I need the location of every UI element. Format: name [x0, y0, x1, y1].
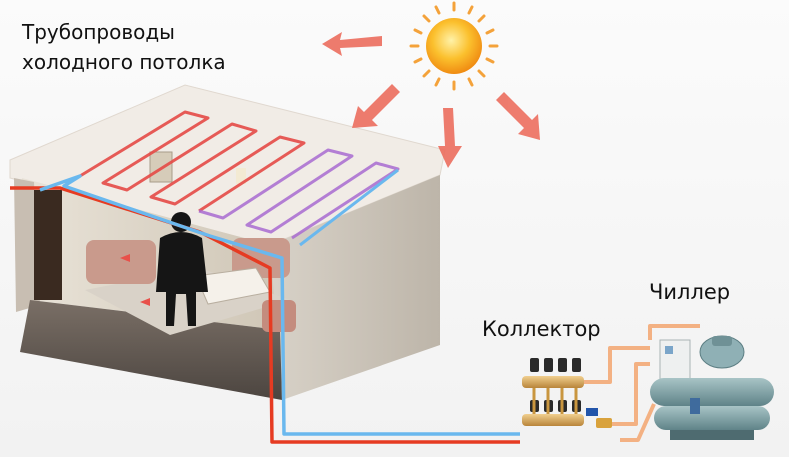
supply-pipe	[10, 186, 520, 444]
chiller-label: Чиллер	[649, 280, 731, 304]
wall-lamp	[236, 168, 246, 184]
airflow-arrows	[120, 254, 150, 306]
sun-icon	[409, 1, 499, 91]
floor	[20, 300, 282, 400]
sofa-left	[86, 240, 156, 284]
pouf	[262, 300, 296, 332]
chiller-unit-icon	[650, 335, 774, 440]
heat-arrow-icon	[322, 32, 540, 168]
collector-manifold-icon	[522, 358, 612, 428]
door	[34, 190, 62, 300]
ceiling-pipe-serpentine	[10, 110, 520, 444]
right-wall	[270, 175, 440, 400]
ceiling-pipes-label-line2: холодного потолка	[22, 50, 226, 74]
left-wall	[14, 178, 40, 312]
copper-pipes	[584, 324, 700, 442]
ceiling-pipes-label: Трубопроводы холодного потолка	[22, 17, 226, 77]
collector-label: Коллектор	[482, 317, 601, 341]
ceiling-pipes-label-line1: Трубопроводы	[22, 20, 175, 44]
return-pipe	[39, 174, 520, 436]
